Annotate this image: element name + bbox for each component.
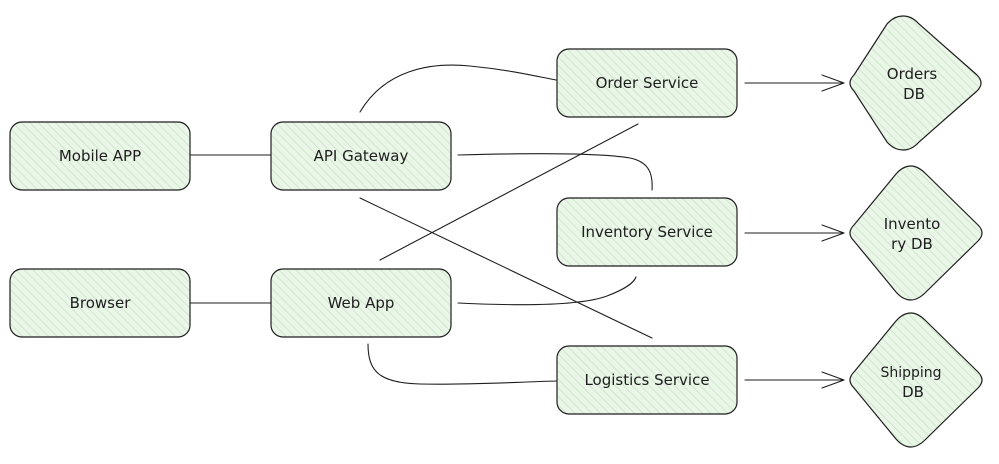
node-order-service[interactable]: Order Service [556,48,738,118]
node-logistics-service[interactable]: Logistics Service [556,345,738,415]
node-shipping-db[interactable]: Shipping DB [849,312,983,448]
node-api-gateway[interactable]: API Gateway [270,121,452,191]
node-shipping-db-label-line1: Shipping [880,365,941,381]
node-api-gateway-label: API Gateway [314,147,409,165]
node-order-service-label: Order Service [596,74,699,92]
arrowhead-inventory-db [821,224,845,242]
edge-web-app-to-order-service [379,123,639,261]
node-inventory-service[interactable]: Inventory Service [556,197,738,267]
edges [189,64,845,389]
node-orders-db-label-line2: DB [903,85,925,103]
node-logistics-service-label: Logistics Service [584,371,709,389]
node-inventory-db-label-line2: ry DB [891,235,933,253]
node-shipping-db-label-line2: DB [902,383,924,401]
node-browser-label: Browser [70,294,132,312]
edge-api-gateway-to-logistics-service [359,197,653,339]
node-inventory-service-label: Inventory Service [581,223,713,241]
node-orders-db[interactable]: Orders DB [849,15,982,151]
node-web-app[interactable]: Web App [270,268,452,338]
edge-web-app-to-inventory-service [457,276,637,306]
node-mobile-app[interactable]: Mobile APP [9,121,191,191]
node-inventory-db-label-line1: Invento [884,215,941,233]
node-mobile-app-label: Mobile APP [59,147,141,165]
arrowhead-shipping-db [821,371,845,389]
edge-api-gateway-to-inventory-service [457,153,653,191]
node-orders-db-label-line1: Orders [887,65,938,83]
edge-api-gateway-to-order-service [359,64,557,113]
arrowhead-orders-db [821,74,845,92]
node-web-app-label: Web App [328,294,395,312]
node-browser[interactable]: Browser [9,268,191,338]
edge-web-app-to-logistics-service [367,343,557,385]
node-inventory-db[interactable]: Invento ry DB [849,165,983,301]
